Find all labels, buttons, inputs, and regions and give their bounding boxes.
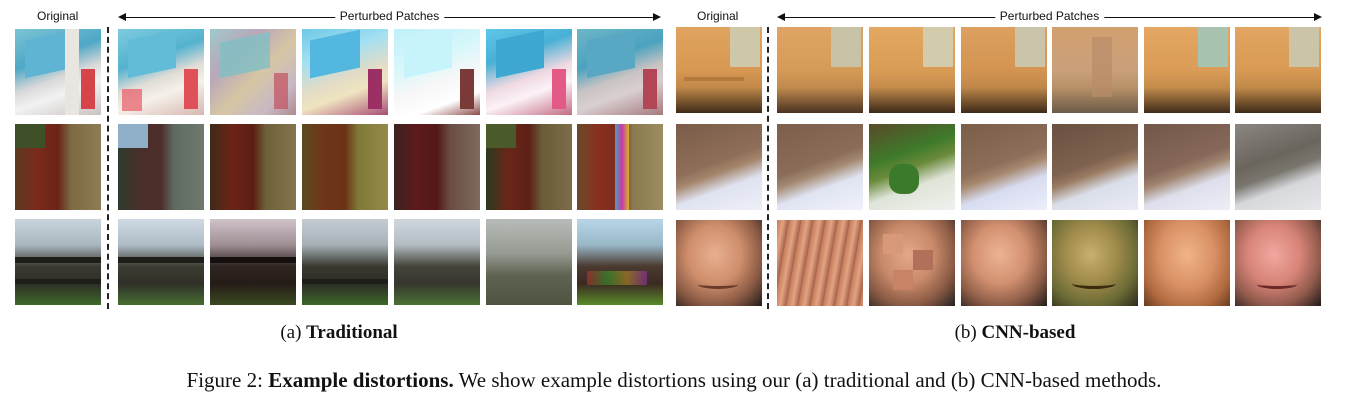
perturbed-patch-fence-1 (118, 219, 204, 305)
arrow-left-icon (118, 13, 126, 21)
figure-caption-title: Example distortions. (268, 368, 454, 392)
perturbed-patch-building-6 (577, 29, 663, 115)
subfigure-b-prefix: (b) (954, 322, 977, 343)
perturbed-patch-wall-6 (1235, 27, 1321, 113)
perturbed-patch-wall-1 (777, 27, 863, 113)
original-column-label: Original (37, 9, 79, 23)
perturbed-patches-label: Perturbed Patches (994, 9, 1105, 23)
perturbed-patch-wall-2 (869, 27, 955, 113)
perturbed-patch-cloth-5 (486, 124, 572, 210)
perturbed-patch-building-1 (118, 29, 204, 115)
perturbed-patch-cloth-1 (118, 124, 204, 210)
arrow-right-icon (1314, 13, 1322, 21)
arrow-right-icon (653, 13, 661, 21)
perturbed-patch-fur-5 (1144, 124, 1230, 210)
perturbed-patch-building-4 (394, 29, 480, 115)
subfigure-a-title: Traditional (306, 322, 398, 343)
perturbed-patch-fence-2 (210, 219, 296, 305)
perturbed-patches-arrow: Perturbed Patches (777, 9, 1322, 24)
subfigure-a-prefix: (a) (280, 322, 302, 343)
perturbed-patch-cloth-2 (210, 124, 296, 210)
original-patch-fence (15, 219, 101, 305)
perturbed-patch-building-3 (302, 29, 388, 115)
perturbed-patches-arrow: Perturbed Patches (118, 9, 661, 24)
perturbed-patches-label: Perturbed Patches (334, 9, 445, 23)
perturbed-patch-face-6 (1235, 220, 1321, 306)
panel-cnn-based: Original Perturbed Patches (670, 0, 1348, 350)
perturbed-patch-fence-3 (302, 219, 388, 305)
dashed-divider (107, 27, 109, 309)
subfigure-b-title: CNN-based (981, 322, 1076, 343)
perturbed-patch-wall-5 (1144, 27, 1230, 113)
perturbed-patch-face-5 (1144, 220, 1230, 306)
perturbed-patch-building-2 (210, 29, 296, 115)
perturbed-patch-fence-4 (394, 219, 480, 305)
perturbed-patch-fur-3 (961, 124, 1047, 210)
perturbed-patch-wall-3 (961, 27, 1047, 113)
perturbed-patch-face-4 (1052, 220, 1138, 306)
perturbed-patch-face-2 (869, 220, 955, 306)
figure-number: Figure 2: (186, 368, 263, 392)
perturbed-patch-fence-5 (486, 219, 572, 305)
perturbed-patch-fur-2 (869, 124, 955, 210)
perturbed-patch-face-3 (961, 220, 1047, 306)
perturbed-patch-fence-6 (577, 219, 663, 305)
original-patch-face (676, 220, 762, 306)
perturbed-patch-fur-6 (1235, 124, 1321, 210)
perturbed-patch-face-1 (777, 220, 863, 306)
subfigure-b-caption: (b) CNN-based (955, 322, 1076, 344)
perturbed-patch-cloth-4 (394, 124, 480, 210)
perturbed-patch-cloth-6 (577, 124, 663, 210)
original-patch-fur (676, 124, 762, 210)
original-patch-building (15, 29, 101, 115)
perturbed-patch-building-5 (486, 29, 572, 115)
figure-caption: Figure 2: Example distortions. We show e… (0, 368, 1348, 393)
arrow-left-icon (777, 13, 785, 21)
original-patch-cloth (15, 124, 101, 210)
original-column-label: Original (697, 9, 739, 23)
subfigure-a-caption: (a) Traditional (280, 322, 397, 344)
original-patch-wall (676, 27, 762, 113)
perturbed-patch-cloth-3 (302, 124, 388, 210)
dashed-divider (767, 27, 769, 309)
perturbed-patch-wall-4 (1052, 27, 1138, 113)
panel-traditional: Original Perturbed Patches (0, 0, 670, 350)
perturbed-patch-fur-1 (777, 124, 863, 210)
figure-caption-text: We show example distortions using our (a… (458, 368, 1162, 392)
perturbed-patch-fur-4 (1052, 124, 1138, 210)
